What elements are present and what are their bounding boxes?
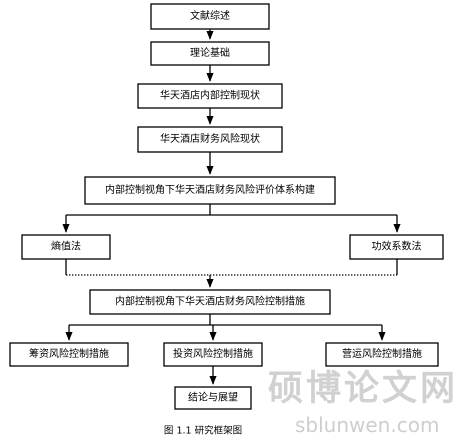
diagram-edges <box>62 29 401 385</box>
node-efficacy-coefficient-method: 功效系数法 <box>349 234 444 260</box>
node-investment-risk: 投资风险控制措施 <box>163 342 263 367</box>
node-conclusion: 结论与展望 <box>174 386 252 410</box>
node-internal-control-status-label: 华天酒店内部控制现状 <box>160 89 260 102</box>
node-operating-risk: 营运风险控制措施 <box>325 342 439 367</box>
node-financing-risk: 筹资风险控制措施 <box>9 342 129 367</box>
watermark: 硕博论文网 sblunwen.com <box>268 369 458 437</box>
watermark-url: sblunwen.com <box>295 413 439 437</box>
node-efficacy-coefficient-method-label: 功效系数法 <box>372 240 422 253</box>
node-evaluation-system-label: 内部控制视角下华天酒店财务风险评价体系构建 <box>105 183 315 196</box>
watermark-text: 硕博论文网 <box>268 369 458 409</box>
node-entropy-method: 熵值法 <box>21 234 111 260</box>
node-financial-risk-status: 华天酒店财务风险现状 <box>137 126 283 153</box>
node-internal-control-status: 华天酒店内部控制现状 <box>137 83 283 109</box>
node-theory-basis: 理论基础 <box>150 41 270 66</box>
node-conclusion-label: 结论与展望 <box>188 391 238 404</box>
node-control-measures: 内部控制视角下华天酒店财务风险控制措施 <box>89 289 331 315</box>
node-investment-risk-label: 投资风险控制措施 <box>173 347 253 360</box>
node-literature-review: 文献综述 <box>150 3 270 30</box>
node-theory-basis-label: 理论基础 <box>190 46 230 59</box>
node-entropy-method-label: 熵值法 <box>51 240 81 253</box>
node-control-measures-label: 内部控制视角下华天酒店财务风险控制措施 <box>115 295 305 308</box>
node-financial-risk-status-label: 华天酒店财务风险现状 <box>160 132 260 145</box>
node-literature-review-label: 文献综述 <box>190 9 230 22</box>
node-evaluation-system: 内部控制视角下华天酒店财务风险评价体系构建 <box>84 176 336 205</box>
figure-caption: 图 1.1 研究框架图 <box>164 425 242 437</box>
node-financing-risk-label: 筹资风险控制措施 <box>29 347 109 360</box>
node-operating-risk-label: 营运风险控制措施 <box>342 347 422 360</box>
